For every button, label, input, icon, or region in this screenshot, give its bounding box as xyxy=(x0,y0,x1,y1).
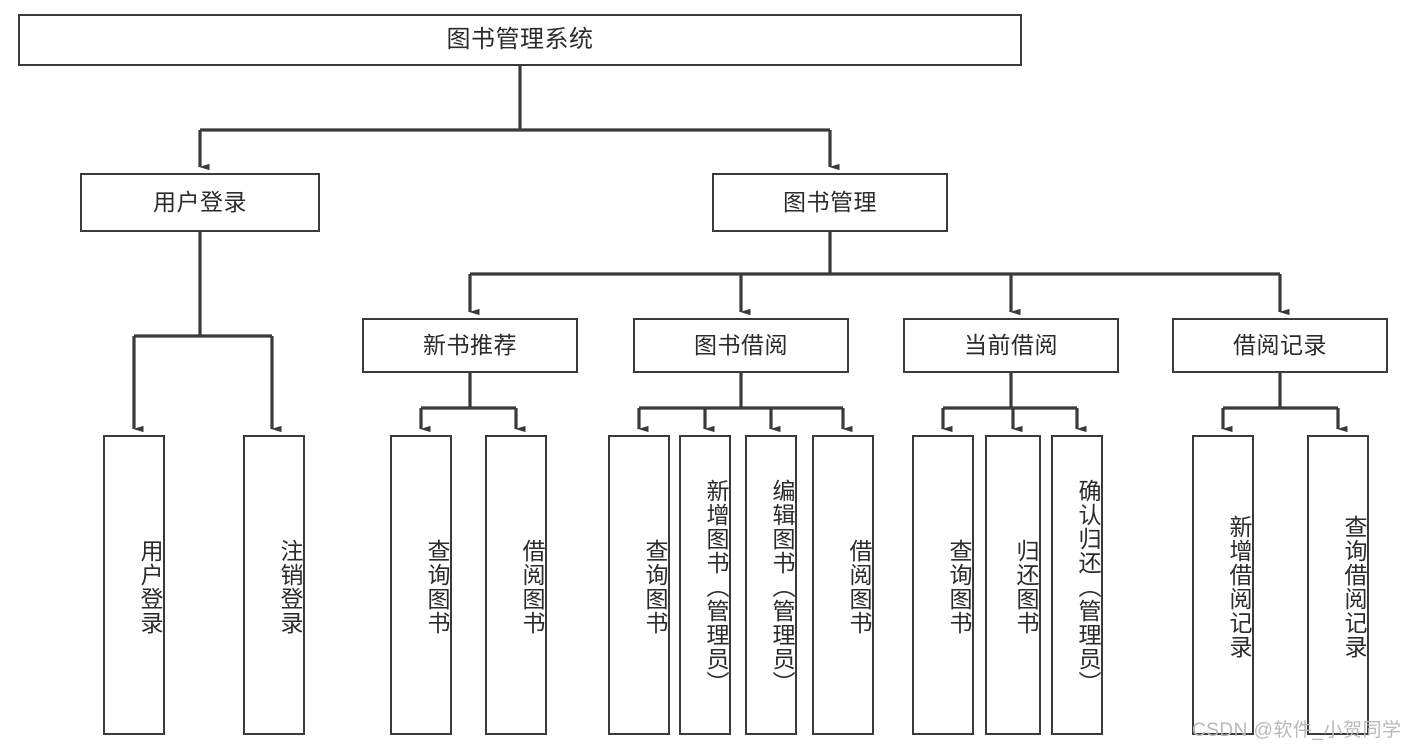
node-leaf-user-login-label: 用户登录 xyxy=(137,539,163,635)
node-leaf-borrow-book-b-label: 借阅图书 xyxy=(846,539,872,635)
node-leaf-confirm-return[interactable]: 确认归还（管理员） xyxy=(1051,435,1103,735)
node-leaf-borrow-book-a[interactable]: 借阅图书 xyxy=(485,435,547,735)
node-root[interactable]: 图书管理系统 xyxy=(18,14,1022,66)
node-user-login-label: 用户登录 xyxy=(153,188,247,215)
node-current-borrow[interactable]: 当前借阅 xyxy=(903,318,1119,373)
node-leaf-query-record-label: 查询借阅记录 xyxy=(1341,515,1367,659)
node-leaf-logout-login-label: 注销登录 xyxy=(277,539,303,635)
node-leaf-return-book-label: 归还图书 xyxy=(1013,539,1039,635)
node-leaf-logout-login[interactable]: 注销登录 xyxy=(243,435,305,735)
node-leaf-return-book[interactable]: 归还图书 xyxy=(985,435,1041,735)
node-leaf-query-book-b[interactable]: 查询图书 xyxy=(608,435,670,735)
node-leaf-query-book-a[interactable]: 查询图书 xyxy=(390,435,452,735)
node-user-login[interactable]: 用户登录 xyxy=(80,173,320,232)
node-leaf-add-record-label: 新增借阅记录 xyxy=(1226,515,1252,659)
node-leaf-borrow-book-a-label: 借阅图书 xyxy=(519,539,545,635)
node-book-borrow-label: 图书借阅 xyxy=(694,331,788,358)
node-book-manage[interactable]: 图书管理 xyxy=(712,173,948,232)
csdn-watermark: CSDN @软件_小贺同学 xyxy=(1192,720,1402,741)
node-book-manage-label: 图书管理 xyxy=(783,188,877,215)
node-leaf-user-login[interactable]: 用户登录 xyxy=(103,435,165,735)
node-borrow-record[interactable]: 借阅记录 xyxy=(1172,318,1388,373)
node-root-label: 图书管理系统 xyxy=(446,25,594,53)
node-leaf-query-record[interactable]: 查询借阅记录 xyxy=(1307,435,1369,735)
node-leaf-add-record[interactable]: 新增借阅记录 xyxy=(1192,435,1254,735)
node-current-borrow-label: 当前借阅 xyxy=(964,331,1058,358)
node-leaf-query-book-b-label: 查询图书 xyxy=(642,539,668,635)
node-new-book-rec-label: 新书推荐 xyxy=(423,331,517,358)
node-leaf-edit-book[interactable]: 编辑图书（管理员） xyxy=(745,435,797,735)
node-leaf-add-book[interactable]: 新增图书（管理员） xyxy=(679,435,731,735)
node-book-borrow[interactable]: 图书借阅 xyxy=(633,318,849,373)
node-leaf-borrow-book-b[interactable]: 借阅图书 xyxy=(812,435,874,735)
node-leaf-add-book-label: 新增图书（管理员） xyxy=(703,479,729,695)
node-borrow-record-label: 借阅记录 xyxy=(1233,331,1327,358)
node-leaf-edit-book-label: 编辑图书（管理员） xyxy=(769,479,795,695)
node-leaf-query-book-c[interactable]: 查询图书 xyxy=(912,435,974,735)
node-leaf-query-book-c-label: 查询图书 xyxy=(946,539,972,635)
node-new-book-rec[interactable]: 新书推荐 xyxy=(362,318,578,373)
node-leaf-query-book-a-label: 查询图书 xyxy=(424,539,450,635)
node-leaf-confirm-return-label: 确认归还（管理员） xyxy=(1075,479,1101,695)
